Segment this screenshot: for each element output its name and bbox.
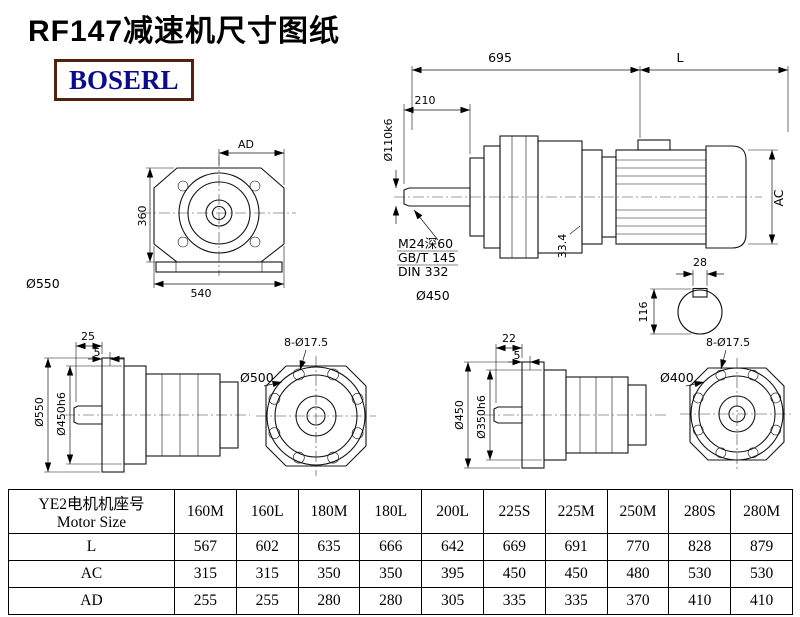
motor-dimension-table: YE2电机机座号 Motor Size 160M 160L 180M 180L … [8, 489, 793, 615]
cell-AC-7: 480 [606, 560, 670, 588]
dim-25: 25 [81, 330, 95, 343]
cell-L-9: 879 [730, 533, 793, 561]
dim-5-right: 5 [514, 349, 521, 362]
row-label-L: L [8, 533, 175, 561]
dim-360: 360 [136, 206, 149, 227]
cell-AD-1: 255 [235, 587, 299, 615]
holes-callout-left: 8-Ø17.5 [284, 336, 328, 349]
flange-view-right-drawing: 22 5 Ø450 Ø350h6 [453, 332, 794, 470]
cell-AD-4: 305 [421, 587, 484, 615]
cell-L-3: 666 [359, 533, 423, 561]
holes-callout-right: 8-Ø17.5 [706, 336, 750, 349]
col-header-180L: 180L [359, 489, 423, 534]
flange-view-left-drawing: 25 5 Ø550 Ø450h6 [33, 330, 376, 476]
cell-AD-0: 255 [174, 587, 237, 615]
dim-22: 22 [502, 332, 516, 345]
col-header-280S: 280S [668, 489, 732, 534]
cell-L-1: 602 [235, 533, 299, 561]
cell-AC-0: 315 [174, 560, 237, 588]
dim-dia-550: Ø550 [33, 397, 46, 427]
col-header-225S: 225S [482, 489, 546, 534]
dia-500-label: Ø500 [240, 370, 274, 385]
dim-28: 28 [693, 256, 707, 269]
col-header-180M: 180M [297, 489, 361, 534]
dim-5: 5 [94, 346, 101, 359]
table-row-AD: AD 255 255 280 280 305 335 335 370 410 4… [8, 587, 793, 615]
cell-AC-2: 350 [297, 560, 361, 588]
dia-450-label: Ø450 [416, 288, 450, 303]
table-row-AC: AC 315 315 350 350 395 450 450 480 530 5… [8, 560, 793, 588]
cell-AC-9: 530 [730, 560, 793, 588]
col-header-200L: 200L [421, 489, 484, 534]
cell-AD-2: 280 [297, 587, 361, 615]
cell-AC-8: 530 [668, 560, 732, 588]
table-header-row: YE2电机机座号 Motor Size 160M 160L 180M 180L … [8, 489, 793, 534]
dia-550-label: Ø550 [26, 276, 60, 291]
cell-AC-3: 350 [359, 560, 423, 588]
logo-text: BOSERL [69, 65, 179, 95]
cell-AC-1: 315 [235, 560, 299, 588]
callout-gb: GB/T 145 [398, 250, 456, 265]
cell-AD-3: 280 [359, 587, 423, 615]
boserl-logo: BOSERL [54, 59, 194, 101]
row-label-AC: AC [8, 560, 175, 588]
cell-AC-4: 395 [421, 560, 484, 588]
front-view-drawing: AD 360 540 Ø550 [26, 138, 296, 300]
cell-L-8: 828 [668, 533, 732, 561]
row-label-AD: AD [8, 587, 175, 615]
cell-L-5: 669 [482, 533, 546, 561]
cell-AD-6: 335 [544, 587, 608, 615]
motor-size-cn: YE2电机机座号 [38, 495, 145, 513]
page-title: RF147减速机尺寸图纸 [28, 15, 341, 48]
cell-L-2: 635 [297, 533, 361, 561]
cell-L-0: 567 [174, 533, 237, 561]
col-header-160L: 160L [235, 489, 299, 534]
dim-dia-450h6: Ø450h6 [55, 392, 68, 436]
dia-400-label: Ø400 [660, 370, 694, 385]
dim-AC: AC [771, 189, 786, 206]
dim-540: 540 [191, 287, 212, 300]
cell-L-6: 691 [544, 533, 608, 561]
motor-size-header: YE2电机机座号 Motor Size [8, 489, 175, 534]
dim-dia-350h6: Ø350h6 [475, 395, 488, 439]
dim-shaft-dia: Ø110k6 [382, 118, 395, 161]
cell-AD-8: 410 [668, 587, 732, 615]
callout-din: DIN 332 [398, 264, 449, 279]
callout-tap: M24深60 [398, 236, 453, 251]
cell-AC-5: 450 [482, 560, 546, 588]
technical-drawings: AD 360 540 Ø550 [26, 50, 794, 476]
cell-AD-7: 370 [606, 587, 670, 615]
col-header-160M: 160M [174, 489, 237, 534]
side-view-assembly-drawing: 695 L 210 Ø110k6 M24深60 GB/T 145 DIN 332… [382, 50, 789, 335]
dim-210: 210 [415, 94, 436, 107]
dim-L: L [677, 50, 684, 65]
cell-L-4: 642 [421, 533, 484, 561]
dim-695: 695 [488, 50, 512, 65]
dim-dia-450-right: Ø450 [453, 400, 466, 430]
cell-AC-6: 450 [544, 560, 608, 588]
cell-L-7: 770 [606, 533, 670, 561]
table-row-L: L 567 602 635 666 642 669 691 770 828 87… [8, 533, 793, 561]
cell-AD-9: 410 [730, 587, 793, 615]
col-header-250M: 250M [606, 489, 670, 534]
dim-116: 116 [637, 302, 650, 323]
dim-33-4: 33.4 [556, 234, 569, 259]
col-header-280M: 280M [730, 489, 793, 534]
motor-size-en: Motor Size [56, 513, 127, 531]
cell-AD-5: 335 [482, 587, 546, 615]
dim-AD: AD [238, 138, 254, 151]
col-header-225M: 225M [544, 489, 608, 534]
